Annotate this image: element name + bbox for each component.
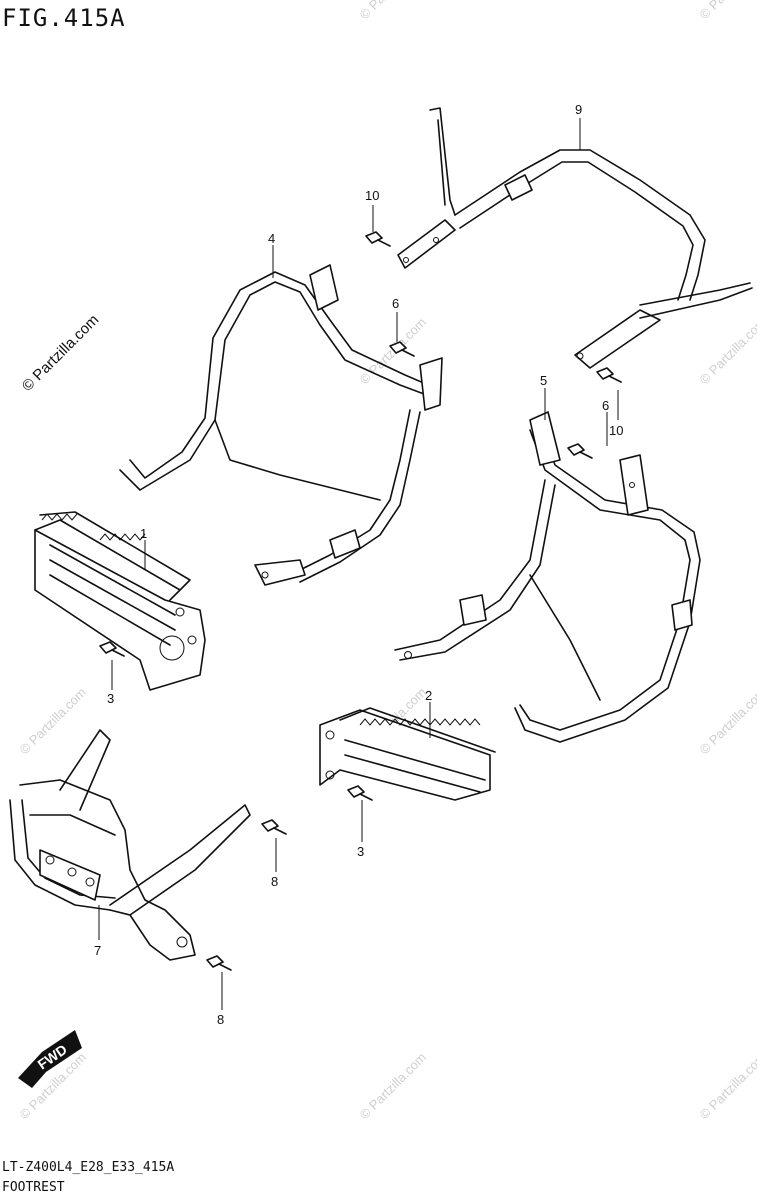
callout-4: 4 <box>268 231 275 246</box>
figure-title: FIG.415A <box>2 4 126 32</box>
bolt-10-upper <box>365 231 391 247</box>
callout-6: 6 <box>392 296 399 311</box>
callout-3: 3 <box>357 844 364 859</box>
callout-8: 8 <box>271 874 278 889</box>
callout-10: 10 <box>609 423 623 438</box>
part-9-rear-bracket <box>397 107 753 369</box>
watermark-text: © Partzilla.com <box>357 315 430 388</box>
callout-9: 9 <box>575 102 582 117</box>
watermark-text: © Partzilla.com <box>697 1050 757 1123</box>
part-2-right-footrest <box>319 707 496 801</box>
bolt-3-right <box>347 785 373 801</box>
watermark-text: © Partzilla.com <box>697 685 757 758</box>
bolt-group <box>99 231 622 971</box>
part-1-left-footrest <box>34 511 206 691</box>
leader-lines <box>98 118 619 1010</box>
callout-labels: 9 10 4 6 5 6 10 1 3 2 3 8 7 8 <box>94 102 623 1027</box>
bolt-8-lower <box>206 955 232 971</box>
part-4-left-bracket <box>119 264 443 586</box>
watermark-text: © Partzilla.com <box>357 1050 430 1123</box>
callout-3: 3 <box>107 691 114 706</box>
callout-6: 6 <box>602 398 609 413</box>
callout-8: 8 <box>217 1012 224 1027</box>
watermark-text: © Partzilla.com <box>357 0 430 22</box>
callout-1: 1 <box>140 526 147 541</box>
callout-2: 2 <box>425 688 432 703</box>
part-7-front-guard <box>9 729 251 961</box>
watermark-text: © Partzilla.com <box>697 315 757 388</box>
model-code: LT-Z400L4_E28_E33_415A <box>2 1160 175 1175</box>
callout-5: 5 <box>540 373 547 388</box>
bolt-6-right <box>567 443 593 459</box>
callout-10: 10 <box>365 188 379 203</box>
bolt-3-left <box>99 641 125 657</box>
figure-name: FOOTREST <box>2 1180 65 1195</box>
watermark-text: © Partzilla.com <box>17 685 90 758</box>
bolt-10-right <box>596 367 622 383</box>
bolt-6-upper <box>389 341 415 357</box>
watermark-layer: © Partzilla.com © Partzilla.com © Partzi… <box>17 0 757 1122</box>
watermark-text: © Partzilla.com <box>697 0 757 22</box>
part-5-right-bracket <box>394 411 701 743</box>
callout-7: 7 <box>94 943 101 958</box>
watermark-main: © Partzilla.com <box>19 311 102 394</box>
bolt-8-upper <box>261 819 287 835</box>
